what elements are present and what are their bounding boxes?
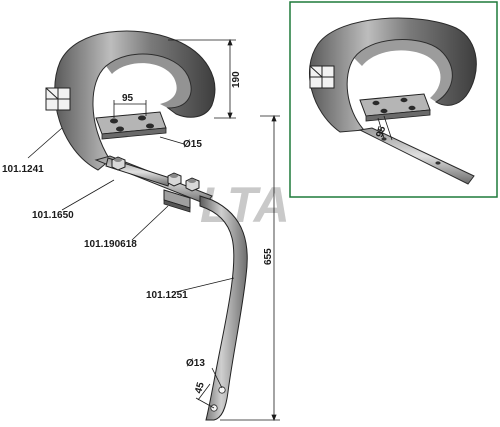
spring-tine-inner-shade bbox=[106, 53, 192, 108]
clamp-assembly bbox=[105, 156, 200, 192]
inset-spring-inner-shade bbox=[354, 39, 453, 102]
nut-1 bbox=[111, 156, 126, 171]
inset-mounting-plate bbox=[359, 93, 431, 122]
dim-hole-spacing-top: 95 bbox=[122, 93, 134, 104]
part-label-clamp: 101.1650 bbox=[32, 210, 74, 221]
spring-logo-plate bbox=[45, 87, 71, 111]
mounting-plate bbox=[95, 111, 167, 140]
inset-dimension-lines bbox=[377, 115, 393, 141]
leader-lines bbox=[27, 127, 235, 293]
nut-2 bbox=[167, 172, 182, 187]
share-hole-1 bbox=[218, 386, 226, 394]
dim-share-hole-spacing: 45 bbox=[193, 381, 207, 395]
inset-spring-tail bbox=[358, 127, 475, 185]
dim-share-hole-diameter: Ø13 bbox=[186, 358, 205, 369]
bracket bbox=[163, 189, 191, 213]
nut-3 bbox=[185, 177, 200, 192]
part-label-tine: 101.1241 bbox=[2, 164, 44, 175]
dim-tine-height: 190 bbox=[231, 71, 242, 88]
part-label-share: 101.1251 bbox=[146, 290, 188, 301]
dim-total-length: 655 bbox=[263, 248, 274, 265]
dim-bolt-diameter: Ø15 bbox=[183, 139, 202, 150]
part-label-bracket: 101.190618 bbox=[84, 239, 137, 250]
inset-logo-plate bbox=[309, 65, 335, 89]
inset-view: 95 bbox=[289, 1, 498, 198]
dimension-lines bbox=[113, 38, 280, 422]
inset-dim-hole-spacing: 95 bbox=[374, 125, 388, 139]
